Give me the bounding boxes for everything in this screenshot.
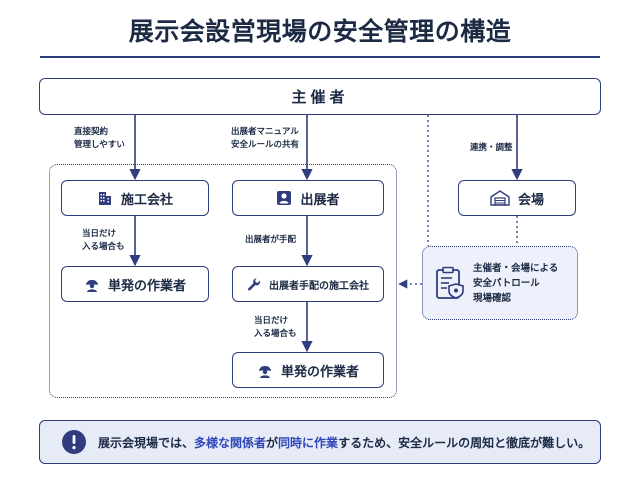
exhibitor-label: 出展者: [300, 192, 340, 208]
label-direct-contract-line1: 直接契約: [74, 127, 109, 137]
safety-patrol-line1: 主催者・会場による: [473, 262, 559, 274]
notice-highlight-stakeholders: 多様な関係者: [194, 435, 267, 450]
single-worker-box-2: 単発の作業者: [232, 352, 384, 388]
label-exhibitor-arranged: 出展者が手配: [245, 235, 297, 245]
label-same-day-2-line2: 入る場合も: [254, 329, 297, 339]
label-same-day-1: 当日だけ 入る場合も: [82, 228, 125, 254]
worker-helmet-icon: [257, 362, 273, 378]
exhibitor-contractor-box: 出展者手配の施工会社: [232, 266, 384, 302]
label-same-day-2: 当日だけ 入る場合も: [254, 315, 297, 341]
clipboard-shield-icon: [435, 266, 465, 300]
warehouse-icon: [490, 190, 510, 206]
notice-text: 展示会現場では、多様な関係者が同時に作業するため、安全ルールの周知と徹底が難しい…: [98, 434, 590, 451]
construction-company-box: 施工会社: [61, 180, 209, 216]
notice-text-after: するため、安全ルールの周知と徹底が難しい。: [338, 435, 591, 450]
title-divider: [40, 56, 600, 58]
notice-text-mid: が: [266, 435, 279, 450]
label-same-day-1-line1: 当日だけ: [82, 229, 117, 239]
person-badge-icon: [276, 190, 292, 206]
exclamation-icon: [62, 430, 86, 454]
page-title: 展示会設営現場の安全管理の構造: [128, 17, 512, 46]
notice-highlight-simultaneous: 同時に作業: [278, 435, 339, 450]
label-exhibitor-manual: 出展者マニュアル 安全ルールの共有: [231, 126, 299, 152]
safety-patrol-box: 主催者・会場による 安全パトロール 現場確認: [422, 246, 578, 320]
exhibitor-box: 出展者: [232, 180, 384, 216]
label-same-day-1-line2: 入る場合も: [82, 242, 125, 252]
construction-company-label: 施工会社: [120, 192, 173, 208]
label-exhibitor-manual-line1: 出展者マニュアル: [231, 127, 299, 137]
venue-box: 会場: [458, 180, 576, 216]
safety-patrol-text: 主催者・会場による 安全パトロール 現場確認: [473, 261, 558, 306]
wrench-icon: [247, 277, 261, 291]
building-icon: [97, 190, 113, 206]
contractor-group: [49, 164, 397, 398]
venue-label: 会場: [517, 192, 544, 208]
label-coordination: 連携・調整: [470, 143, 513, 153]
label-direct-contract: 直接契約 管理しやすい: [74, 126, 125, 152]
label-exhibitor-manual-line2: 安全ルールの共有: [231, 140, 300, 150]
safety-patrol-line2: 安全パトロール: [473, 277, 540, 289]
exhibitor-contractor-label: 出展者手配の施工会社: [269, 280, 369, 292]
single-worker-label-2: 単発の作業者: [280, 364, 359, 380]
notice-bar: 展示会現場では、多様な関係者が同時に作業するため、安全ルールの周知と徹底が難しい…: [39, 420, 601, 464]
notice-text-before: 展示会現場では、: [98, 435, 195, 450]
safety-patrol-line3: 現場確認: [473, 292, 512, 304]
label-direct-contract-line2: 管理しやすい: [74, 140, 125, 150]
single-worker-label-1: 単発の作業者: [107, 278, 186, 294]
worker-helmet-icon: [84, 276, 100, 292]
single-worker-box-1: 単発の作業者: [61, 266, 209, 302]
label-same-day-2-line1: 当日だけ: [254, 316, 289, 326]
organizer-box: 主催者: [39, 78, 601, 115]
